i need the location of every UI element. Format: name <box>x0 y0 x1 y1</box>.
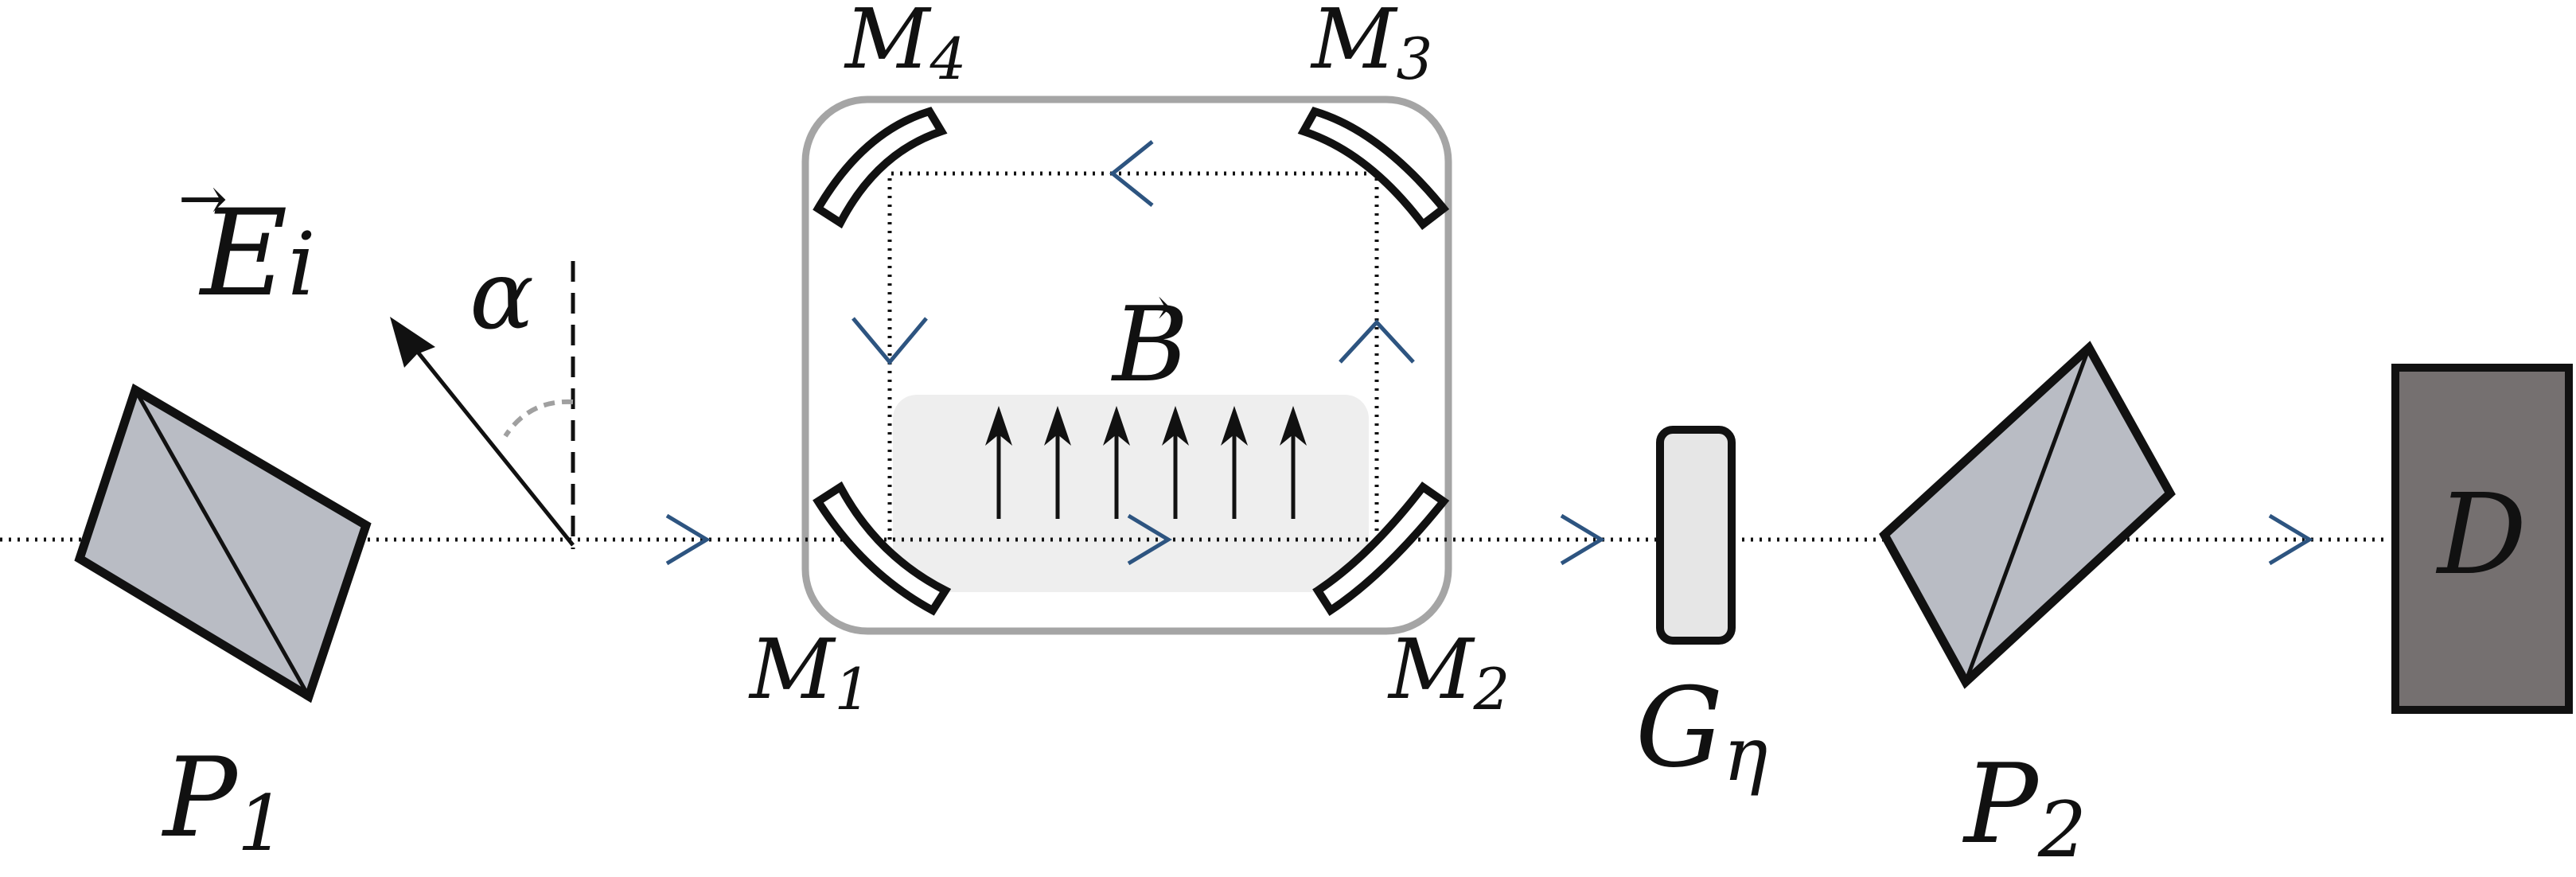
field-arrow-1-icon <box>985 406 1012 519</box>
detector-box-icon <box>2391 364 2573 714</box>
magnetic-field-region <box>893 395 1369 592</box>
field-vector-arrowhead-icon <box>390 317 435 368</box>
curved-mirror-icon <box>1312 481 1450 616</box>
label-p2-main: P <box>1962 740 2040 868</box>
label-m4-main: M <box>844 0 932 88</box>
cavity-enclosure <box>801 95 1452 635</box>
beam-arrow-3-icon <box>2268 513 2313 566</box>
label-m1-sub: 1 <box>835 656 871 723</box>
field-vector-line <box>408 341 575 547</box>
mirror-m4 <box>813 107 948 229</box>
label-m3-sub: 3 <box>1397 25 1433 92</box>
curved-mirror-icon <box>813 107 948 229</box>
label-p2: P2 <box>1962 740 2087 873</box>
magnetic-field-arrows <box>985 406 1307 519</box>
label-p1-sub: 1 <box>237 779 286 868</box>
beam-arrow-cavity-left-icon <box>852 317 928 365</box>
label-m3: M3 <box>1310 0 1432 92</box>
label-b-field: B <box>1111 284 1189 405</box>
beam-arrow-2-icon <box>1560 513 1605 566</box>
mirror-m2 <box>1312 481 1450 616</box>
polarizer-p1 <box>74 383 372 704</box>
label-m2-sub: 2 <box>1473 656 1510 723</box>
label-m2: M2 <box>1387 621 1510 723</box>
field-arrow-3-icon <box>1103 406 1130 519</box>
label-p2-sub: 2 <box>2037 785 2087 873</box>
label-m2-main: M <box>1387 621 1475 718</box>
label-m4: M4 <box>844 0 966 92</box>
mirror-m3 <box>1297 107 1450 231</box>
label-detector: D <box>2435 470 2527 600</box>
label-b-vector-mark: → <box>1128 276 1171 337</box>
label-e-field: Ei <box>198 185 316 323</box>
label-m4-sub: 4 <box>929 25 967 92</box>
label-alpha: α <box>470 240 534 351</box>
label-m1-main: M <box>748 621 836 718</box>
label-e-vector-mark: → <box>178 165 228 233</box>
label-e-main: E <box>198 185 288 323</box>
label-g-eta: Gη <box>1635 664 1768 798</box>
label-p1-main: P <box>161 734 239 862</box>
polarizer-p2 <box>1879 341 2176 689</box>
angle-alpha-arc <box>503 399 574 438</box>
beam-arrow-cavity-right-icon <box>1339 319 1415 364</box>
label-m3-main: M <box>1310 0 1398 88</box>
label-e-sub: i <box>288 213 316 315</box>
field-arrow-4-icon <box>1162 406 1189 519</box>
label-p1: P1 <box>161 734 286 868</box>
beam-arrow-cavity-top-icon <box>1109 140 1154 207</box>
beam-arrow-cavity-bottom-icon <box>1127 513 1172 566</box>
label-m1: M1 <box>748 621 871 723</box>
label-g-main: G <box>1635 664 1723 792</box>
beam-arrow-1-icon <box>665 513 711 566</box>
curved-mirror-icon <box>1297 107 1450 231</box>
field-arrow-2-icon <box>1044 406 1071 519</box>
polarizer-diagonal <box>133 388 311 698</box>
gate-element-icon <box>1656 426 1736 645</box>
field-arrow-5-icon <box>1221 406 1248 519</box>
polarizer-diagonal <box>1963 347 2091 683</box>
input-polarization-indicator <box>390 261 575 549</box>
label-g-sub: η <box>1723 711 1767 798</box>
curved-mirror-icon <box>813 481 952 616</box>
mirror-m1 <box>813 481 952 616</box>
field-arrow-6-icon <box>1280 406 1307 519</box>
